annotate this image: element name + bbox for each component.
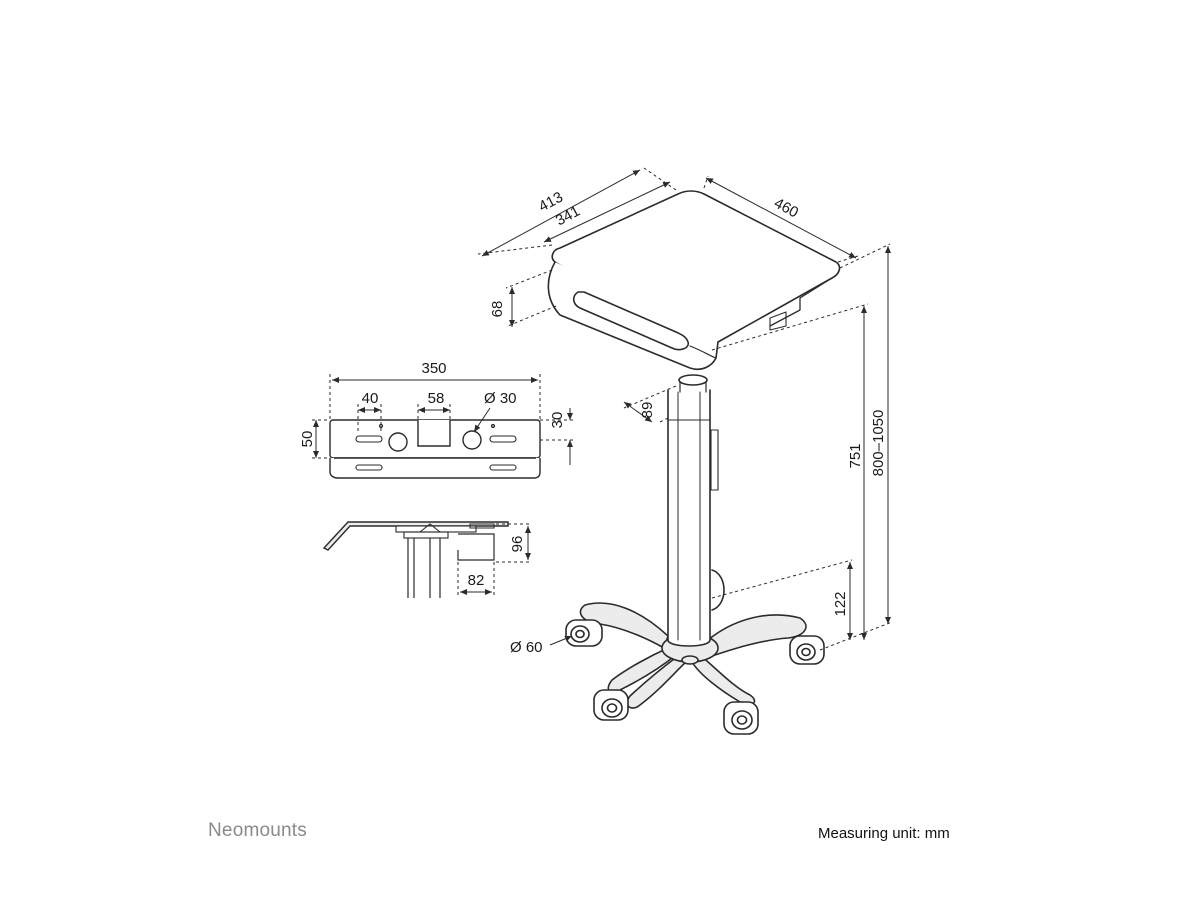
- bracket-side-dimension-labels: 96 82: [468, 536, 526, 589]
- caster-wheel: [723, 701, 759, 735]
- bracket-side-view: [322, 521, 509, 598]
- label-800-1050: 800–1050: [870, 410, 887, 477]
- label-89: 89: [639, 402, 656, 419]
- label-caster-diameter: Ø 60: [510, 639, 543, 656]
- label-751: 751: [847, 443, 864, 468]
- caster-wheel: [565, 619, 603, 647]
- laptop-tray: [547, 190, 841, 371]
- measuring-unit-note: Measuring unit: mm: [818, 825, 950, 842]
- telescopic-column: [667, 374, 725, 647]
- label-460: 460: [771, 195, 801, 222]
- caster-wheel: [593, 689, 629, 721]
- caster-wheels: [565, 619, 825, 735]
- caster-wheel: [789, 635, 825, 665]
- bracket-side-dimension-lines: [457, 523, 532, 596]
- stand-drawing: [547, 190, 841, 735]
- bracket-top-dimension-labels: 350 40 58 Ø 30 50 30: [299, 360, 566, 447]
- stand-dimension-lines: [477, 167, 893, 651]
- label-hole-diameter: Ø 30: [484, 390, 517, 407]
- label-40: 40: [362, 390, 379, 407]
- label-50: 50: [299, 431, 316, 448]
- label-96: 96: [509, 536, 526, 553]
- label-68: 68: [489, 301, 506, 318]
- bracket-top-view: [329, 419, 541, 479]
- bracket-top-dimension-lines: [312, 374, 574, 465]
- label-350: 350: [421, 360, 446, 377]
- label-30: 30: [549, 412, 566, 429]
- brand-logo-text: Neomounts: [208, 820, 307, 841]
- label-58: 58: [428, 390, 445, 407]
- label-122: 122: [832, 591, 849, 616]
- label-82: 82: [468, 572, 485, 589]
